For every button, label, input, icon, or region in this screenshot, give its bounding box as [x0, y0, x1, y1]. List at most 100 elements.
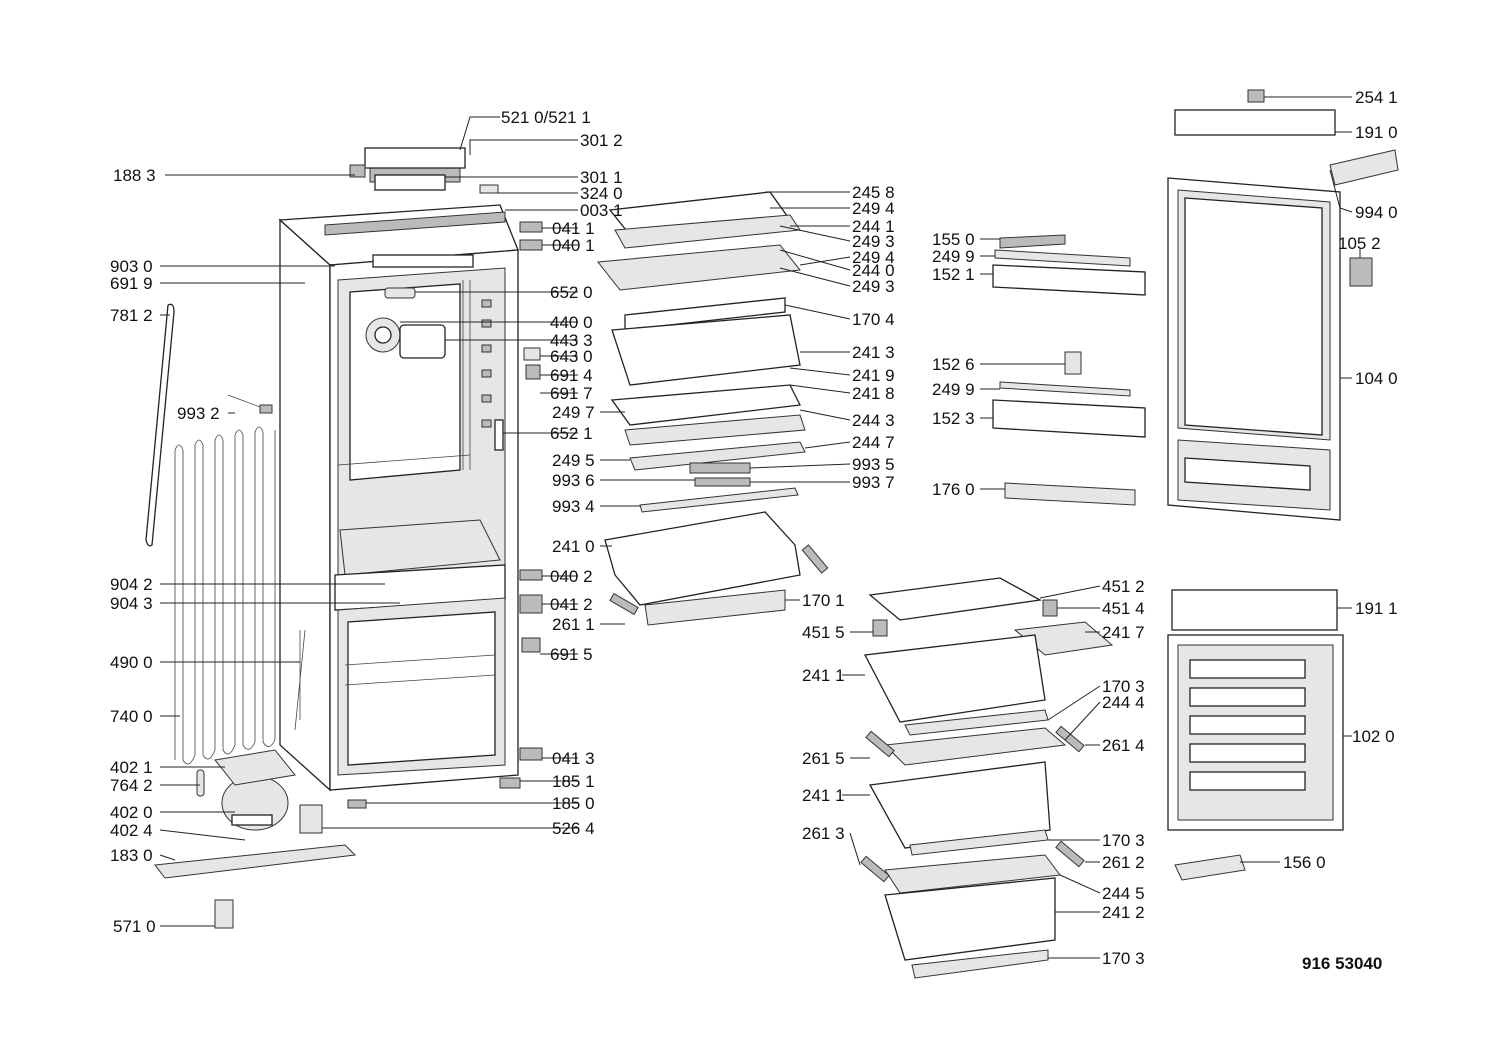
callout-490-0: 490 0 — [110, 653, 153, 672]
callout-249-3a: 249 3 — [852, 232, 895, 251]
callout-241-9: 241 9 — [852, 366, 895, 385]
callout-191-1: 191 1 — [1355, 599, 1398, 618]
callout-155-0: 155 0 — [932, 230, 975, 249]
callout-170-3a: 170 3 — [1102, 677, 1145, 696]
freezer-door-drawing — [1167, 589, 1344, 881]
callout-249-9a: 249 9 — [932, 247, 975, 266]
callout-764-2: 764 2 — [110, 776, 153, 795]
callout-244-4: 244 4 — [1102, 693, 1145, 712]
callout-241-2: 241 2 — [1102, 903, 1145, 922]
callout-102-0: 102 0 — [1352, 727, 1395, 746]
callout-402-1: 402 1 — [110, 758, 153, 777]
callout-241-1b: 241 1 — [802, 786, 845, 805]
callout-041-2: 041 2 — [550, 595, 593, 614]
callout-152-6: 152 6 — [932, 355, 975, 374]
callout-691-7: 691 7 — [550, 384, 593, 403]
callout-176-0: 176 0 — [932, 480, 975, 499]
callout-904-3: 904 3 — [110, 594, 153, 613]
callout-244-5: 244 5 — [1102, 884, 1145, 903]
callout-170-3c: 170 3 — [1102, 949, 1145, 968]
callout-249-5: 249 5 — [552, 451, 595, 470]
callout-254-1: 254 1 — [1355, 88, 1398, 107]
callout-571-0: 571 0 — [113, 917, 156, 936]
callout-261-4: 261 4 — [1102, 736, 1145, 755]
callout-261-2: 261 2 — [1102, 853, 1145, 872]
callout-324-0: 324 0 — [580, 184, 623, 203]
callout-451-5: 451 5 — [802, 623, 845, 642]
callout-249-3b: 249 3 — [852, 277, 895, 296]
callout-188-3: 188 3 — [113, 166, 156, 185]
callout-521-0: 521 0/521 1 — [501, 108, 591, 127]
callout-994-0: 994 0 — [1355, 203, 1398, 222]
callout-652-1: 652 1 — [550, 424, 593, 443]
freezer-drawers-drawing — [860, 577, 1114, 979]
callout-301-2: 301 2 — [580, 131, 623, 150]
callout-402-4: 402 4 — [110, 821, 153, 840]
shelves-drawing — [597, 191, 806, 626]
callout-241-1a: 241 1 — [802, 666, 845, 685]
callout-152-3: 152 3 — [932, 409, 975, 428]
callout-041-3: 041 3 — [552, 749, 595, 768]
callout-241-3: 241 3 — [852, 343, 895, 362]
callout-170-4: 170 4 — [852, 310, 895, 329]
fridge-door-drawing — [1167, 89, 1399, 521]
callout-781-2: 781 2 — [110, 306, 153, 325]
callout-244-7: 244 7 — [852, 433, 895, 452]
callout-170-3b: 170 3 — [1102, 831, 1145, 850]
callout-691-5: 691 5 — [550, 645, 593, 664]
callout-261-1: 261 1 — [552, 615, 595, 634]
callout-241-0: 241 0 — [552, 537, 595, 556]
callout-440-0: 440 0 — [550, 313, 593, 332]
callout-643-0: 643 0 — [550, 347, 593, 366]
callout-040-2: 040 2 — [550, 567, 593, 586]
callout-185-1: 185 1 — [552, 772, 595, 791]
callout-652-0: 652 0 — [550, 283, 593, 302]
callout-993-5: 993 5 — [852, 455, 895, 474]
callout-301-1: 301 1 — [580, 168, 623, 187]
callout-261-3: 261 3 — [802, 824, 845, 843]
callout-040-1: 040 1 — [552, 236, 595, 255]
callout-241-8: 241 8 — [852, 384, 895, 403]
callout-249-7: 249 7 — [552, 403, 595, 422]
callout-labels: 521 0/521 1 301 2 188 3 301 1 324 0 003 … — [110, 88, 1398, 973]
callout-740-0: 740 0 — [110, 707, 153, 726]
callout-993-2: 993 2 — [177, 404, 220, 423]
callout-249-9b: 249 9 — [932, 380, 975, 399]
callout-244-0: 244 0 — [852, 261, 895, 280]
door-bins-drawing — [992, 234, 1146, 506]
callout-526-4: 526 4 — [552, 819, 595, 838]
callout-105-2: 105 2 — [1338, 234, 1381, 253]
callout-170-1: 170 1 — [802, 591, 845, 610]
callout-691-9: 691 9 — [110, 274, 153, 293]
callout-244-1: 244 1 — [852, 217, 895, 236]
callout-152-1: 152 1 — [932, 265, 975, 284]
callout-402-0: 402 0 — [110, 803, 153, 822]
callout-245-8: 245 8 — [852, 183, 895, 202]
drawing-number: 916 53040 — [1302, 954, 1382, 973]
callout-993-4: 993 4 — [552, 497, 595, 516]
callout-903-0: 903 0 — [110, 257, 153, 276]
callout-191-0: 191 0 — [1355, 123, 1398, 142]
callout-185-0: 185 0 — [552, 794, 595, 813]
leader-lines — [159, 96, 1361, 959]
callout-993-7: 993 7 — [852, 473, 895, 492]
callout-451-2: 451 2 — [1102, 577, 1145, 596]
callout-443-3: 443 3 — [550, 331, 593, 350]
callout-244-3: 244 3 — [852, 411, 895, 430]
callout-041-1: 041 1 — [552, 219, 595, 238]
callout-104-0: 104 0 — [1355, 369, 1398, 388]
condenser-coil — [174, 426, 276, 765]
cabinet-drawing — [145, 147, 829, 929]
callout-261-5: 261 5 — [802, 749, 845, 768]
callout-451-4: 451 4 — [1102, 599, 1145, 618]
callout-183-0: 183 0 — [110, 846, 153, 865]
callout-241-7: 241 7 — [1102, 623, 1145, 642]
callout-156-0: 156 0 — [1283, 853, 1326, 872]
callout-003-1: 003 1 — [580, 201, 623, 220]
callout-691-4: 691 4 — [550, 366, 593, 385]
callout-249-4b: 249 4 — [852, 248, 895, 267]
callout-249-4a: 249 4 — [852, 199, 895, 218]
callout-993-6: 993 6 — [552, 471, 595, 490]
callout-904-2: 904 2 — [110, 575, 153, 594]
